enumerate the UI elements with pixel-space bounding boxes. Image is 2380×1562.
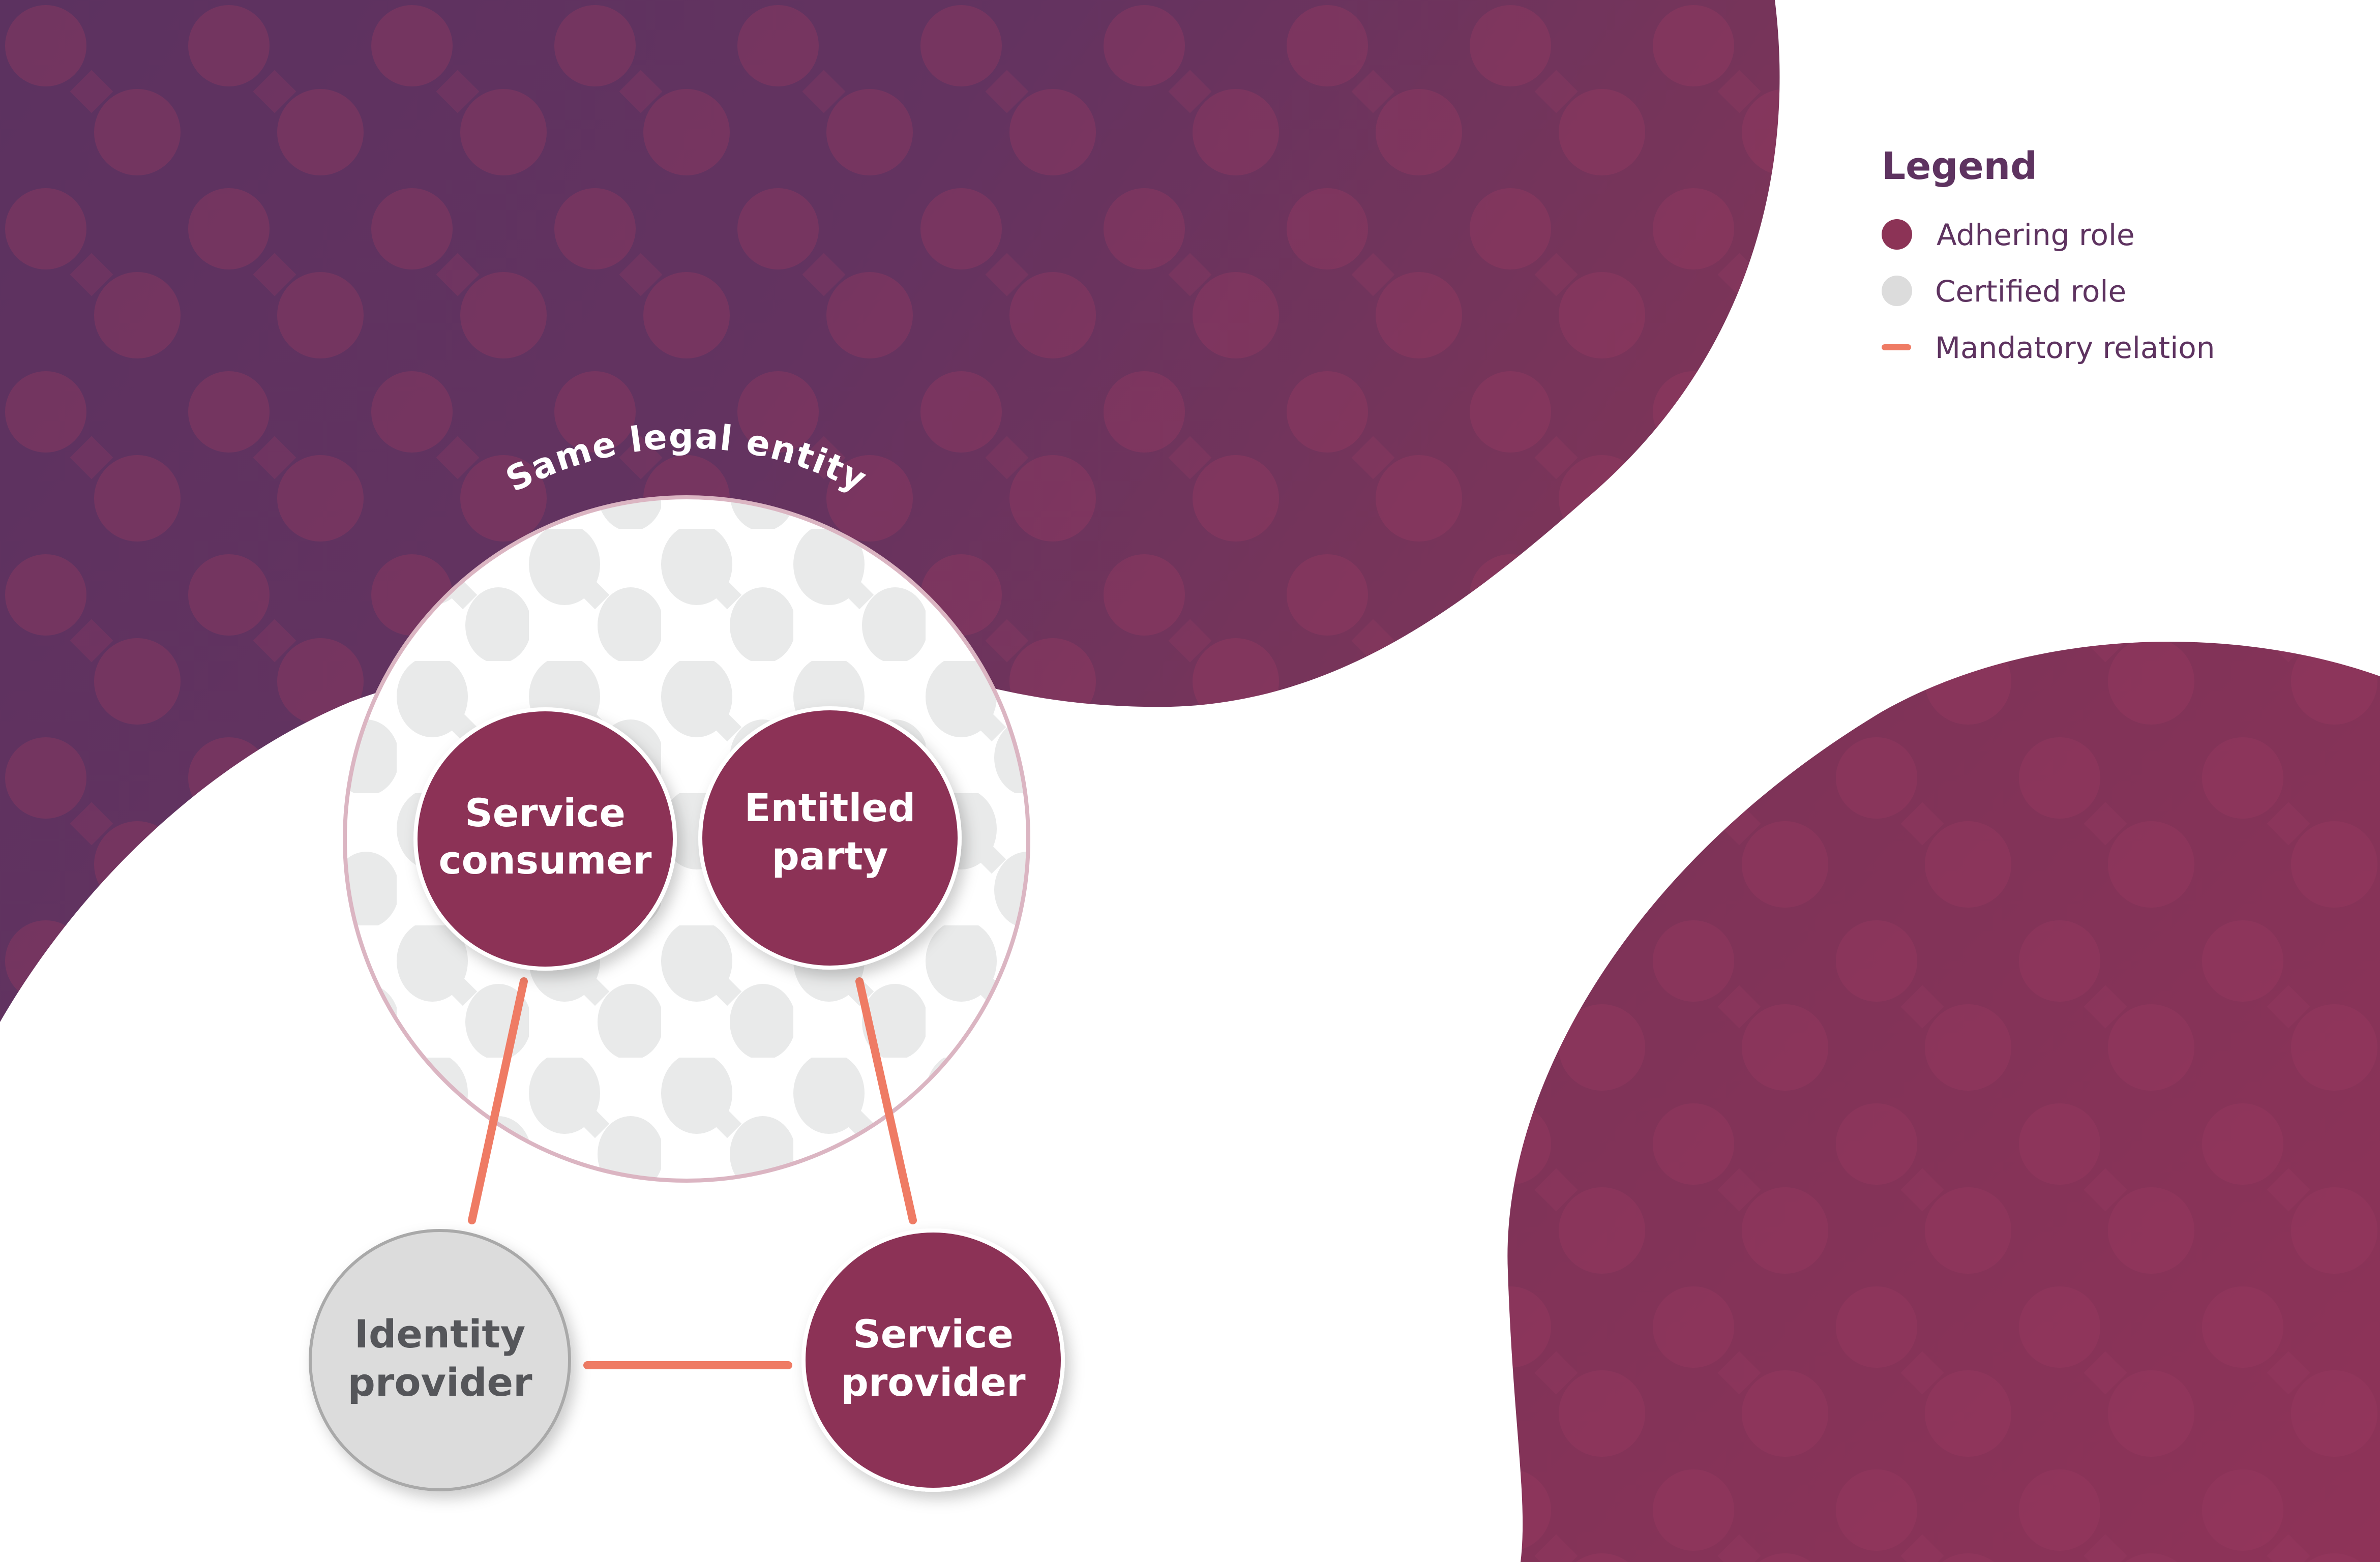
node-label-line1: Identity xyxy=(354,1311,526,1357)
edge-consumer-identity xyxy=(468,977,528,1224)
node-entitled-party[interactable]: Entitled party xyxy=(698,706,962,970)
legend-item-adhering-role: Adhering role xyxy=(1937,218,2135,252)
node-label-line1: Entitled xyxy=(745,785,916,830)
adhering-role-swatch-icon xyxy=(1882,219,1912,250)
node-label-line2: party xyxy=(771,833,888,879)
node-label-line1: Service xyxy=(853,1311,1014,1357)
legend: Legend Adhering role Certified role Mand… xyxy=(1882,144,2215,365)
node-identity-provider[interactable]: Identity provider xyxy=(309,1229,571,1491)
node-label-line1: Service xyxy=(465,790,626,835)
edge-entitled-service-provider xyxy=(855,977,917,1224)
bottom-right-background-blob xyxy=(1507,642,2380,1562)
node-label-line2: provider xyxy=(347,1360,532,1405)
node-label-line2: provider xyxy=(841,1360,1026,1405)
node-label-line2: consumer xyxy=(439,837,652,883)
top-left-background-blob xyxy=(0,0,1780,1022)
node-service-provider[interactable]: Service provider xyxy=(801,1228,1065,1492)
legend-item-mandatory-relation: Mandatory relation xyxy=(1935,331,2215,365)
node-service-consumer[interactable]: Service consumer xyxy=(413,707,677,971)
legend-title: Legend xyxy=(1882,144,2037,188)
legend-item-certified-role: Certified role xyxy=(1935,274,2126,309)
certified-role-swatch-icon xyxy=(1882,276,1912,306)
